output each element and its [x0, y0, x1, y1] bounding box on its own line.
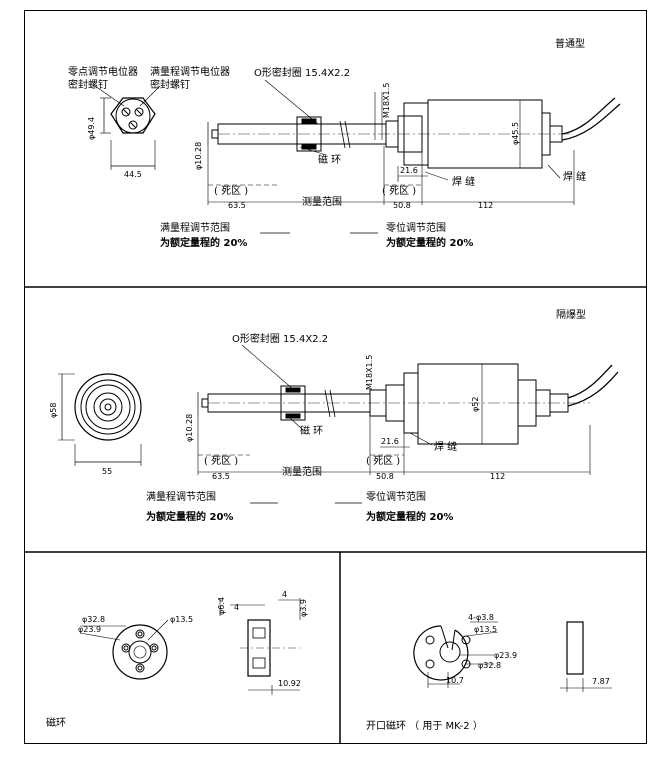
- zero-pot-label-2: 密封螺钉: [68, 78, 108, 91]
- standard-side-view: [207, 79, 621, 234]
- explosion-end-view: [58, 373, 142, 466]
- dia-body-explosion: φ52: [471, 397, 480, 412]
- measure-range-standard: 测量范围: [302, 195, 342, 208]
- magnet-d3-9: φ3.9: [299, 599, 308, 617]
- open-magnet-d23-9: φ23.9: [494, 651, 517, 660]
- explosion-side-view: [197, 344, 619, 504]
- weld-label-explosion: 焊 缝: [434, 440, 457, 453]
- weld-label-standard-1: 焊 缝: [452, 175, 475, 188]
- thread-label-explosion: M18X1.5: [365, 355, 374, 390]
- open-magnet-side: [560, 621, 612, 692]
- dim-112-standard: 112: [478, 201, 493, 210]
- dim-44-5: 44.5: [124, 170, 142, 179]
- dim-50-8-explosion: 50.8: [376, 472, 394, 481]
- zero-adjust-explosion-1: 零位调节范围: [366, 490, 426, 503]
- open-magnet-w7-87: 7.87: [592, 677, 610, 686]
- magnet-d32-8: φ32.8: [82, 615, 105, 624]
- open-magnet-holes: 4-φ3.8: [468, 613, 494, 622]
- magnet-w4b: 4: [282, 590, 287, 599]
- magnet-d6-4: φ6.4: [217, 597, 226, 615]
- zero-pot-label-1: 零点调节电位器: [68, 65, 138, 78]
- dia-rod-standard: φ10.28: [194, 142, 203, 170]
- drawing-frame: [24, 10, 647, 744]
- zero-adjust-standard-1: 零位调节范围: [386, 221, 446, 234]
- span-adjust-standard-2: 为额定量程的 20%: [160, 236, 247, 249]
- dia-rod-explosion: φ10.28: [185, 414, 194, 442]
- measure-range-explosion: 测量范围: [282, 465, 322, 478]
- magnet-ring-label-standard: 磁 环: [318, 153, 341, 166]
- dead-zone-standard-2: ( 死区 ): [382, 185, 416, 197]
- thread-label-standard: M18X1.5: [382, 83, 391, 118]
- dead-zone-standard-1: ( 死区 ): [214, 185, 248, 197]
- dia-flange-explosion: φ58: [49, 403, 58, 418]
- type-label-standard: 普通型: [555, 37, 585, 50]
- weld-label-standard-2: 焊 缝: [563, 170, 586, 183]
- dia-flange-standard: φ49.4: [87, 117, 96, 140]
- open-magnet-d13-5: φ13.5: [474, 625, 497, 634]
- standard-end-view: [94, 85, 161, 170]
- dim-21-6-standard: 21.6: [400, 166, 418, 175]
- oring-label-standard: O形密封圈 15.4X2.2: [254, 66, 350, 79]
- span-pot-label-2: 密封螺钉: [150, 78, 190, 91]
- span-adjust-explosion-2: 为额定量程的 20%: [146, 510, 233, 523]
- zero-adjust-explosion-2: 为额定量程的 20%: [366, 510, 453, 523]
- span-adjust-explosion-1: 满量程调节范围: [146, 490, 216, 503]
- magnet-ring-front: [79, 619, 169, 680]
- dim-55: 55: [102, 467, 112, 476]
- dim-21-6-explosion: 21.6: [381, 437, 399, 446]
- dim-112-explosion: 112: [490, 472, 505, 481]
- span-pot-label-1: 满量程调节电位器: [150, 65, 230, 78]
- dim-63-5-explosion: 63.5: [212, 472, 230, 481]
- dead-zone-explosion-1: ( 死区 ): [204, 455, 238, 467]
- open-magnet-front: [413, 621, 499, 688]
- zero-adjust-standard-2: 为额定量程的 20%: [386, 236, 473, 249]
- dead-zone-explosion-2: ( 死区 ): [366, 455, 400, 467]
- magnet-d23-9: φ23.9: [78, 625, 101, 634]
- open-magnet-caption: 开口磁环 （ 用于 MK-2 ）: [366, 719, 483, 732]
- open-magnet-d32-8: φ32.8: [478, 661, 501, 670]
- dia-body-standard: φ45.5: [511, 122, 520, 145]
- open-magnet-w10-7: 10.7: [446, 676, 464, 685]
- oring-label-explosion: O形密封圈 15.4X2.2: [232, 332, 328, 345]
- magnet-ring-label-explosion: 磁 环: [300, 424, 323, 437]
- span-adjust-standard-1: 满量程调节范围: [160, 221, 230, 234]
- magnet-w4a: 4: [234, 603, 239, 612]
- magnet-d13-5: φ13.5: [170, 615, 193, 624]
- dim-63-5-standard: 63.5: [228, 201, 246, 210]
- magnet-w10-92: 10.92: [278, 679, 301, 688]
- dim-50-8-standard: 50.8: [393, 201, 411, 210]
- magnet-ring-side: [219, 598, 301, 695]
- magnet-caption: 磁环: [46, 716, 66, 729]
- type-label-explosion: 隔爆型: [556, 308, 586, 321]
